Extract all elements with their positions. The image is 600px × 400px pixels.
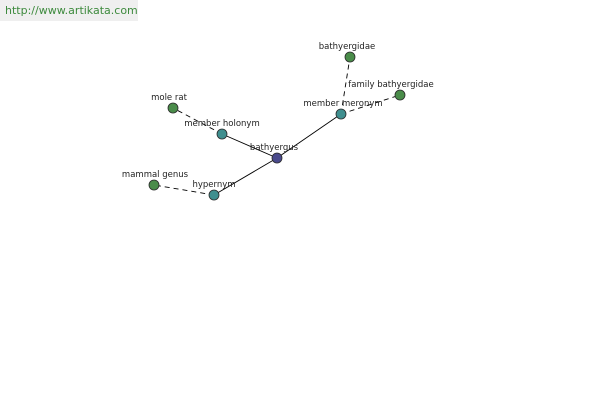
edge-mammal-genus bbox=[153, 184, 215, 196]
term-bathyergidae-label[interactable]: bathyergidae bbox=[319, 42, 376, 52]
edge-mole-rat bbox=[172, 107, 223, 135]
relation-member-holonym-label[interactable]: member holonym bbox=[184, 119, 259, 129]
edge-family-bathyergidae bbox=[340, 94, 401, 115]
term-family-bathyergidae-node[interactable] bbox=[394, 89, 406, 101]
relation-hypernym-node[interactable] bbox=[208, 189, 220, 201]
term-bathyergidae-node[interactable] bbox=[344, 51, 356, 63]
edge-member-meronym bbox=[276, 113, 342, 159]
graph-labels: bathyergus member holonym hypernym member m… bbox=[122, 42, 434, 190]
center-bathyergus-label[interactable]: bathyergus bbox=[250, 143, 299, 153]
edge-hypernym bbox=[213, 157, 278, 196]
graph-edges bbox=[153, 56, 401, 196]
term-mammal-genus-label[interactable]: mammal genus bbox=[122, 170, 189, 180]
edge-member-holonym bbox=[221, 133, 278, 159]
relation-hypernym-label[interactable]: hypernym bbox=[192, 180, 235, 190]
site-link[interactable]: http://www.artikata.com bbox=[5, 4, 138, 17]
graph-nodes bbox=[148, 51, 406, 201]
edge-bathyergidae bbox=[340, 56, 351, 115]
relation-member-meronym-label[interactable]: member meronym bbox=[303, 99, 382, 109]
term-mole-rat-node[interactable] bbox=[167, 102, 179, 114]
site-link-bar: http://www.artikata.com bbox=[0, 0, 138, 21]
term-family-bathyergidae-label[interactable]: family bathyergidae bbox=[348, 80, 433, 90]
center-bathyergus-node[interactable] bbox=[271, 152, 283, 164]
term-mammal-genus-node[interactable] bbox=[148, 179, 160, 191]
term-mole-rat-label[interactable]: mole rat bbox=[151, 93, 187, 103]
relation-member-holonym-node[interactable] bbox=[216, 128, 228, 140]
relation-member-meronym-node[interactable] bbox=[335, 108, 347, 120]
